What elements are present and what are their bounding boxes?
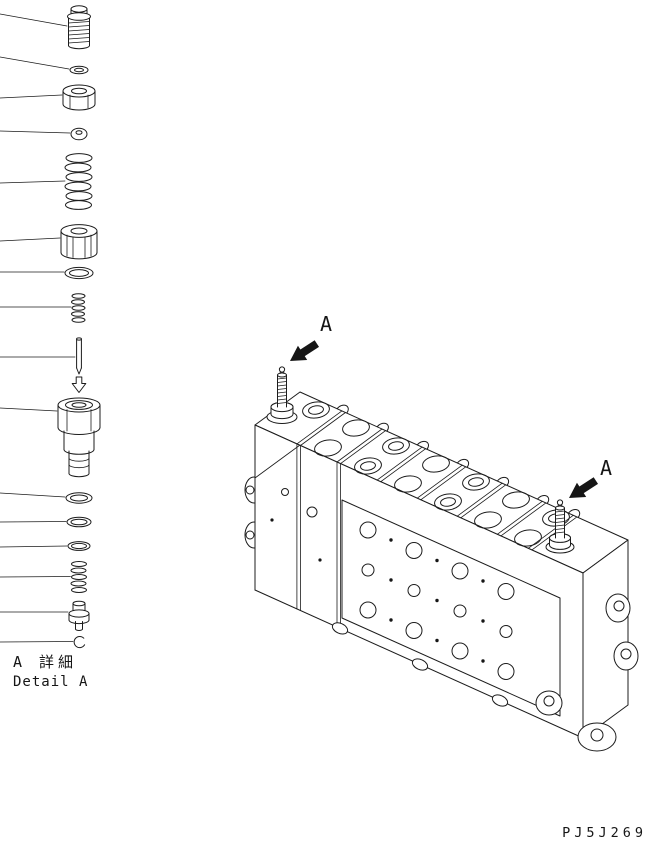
part-oring-2 [66, 516, 92, 528]
part-poppet-spring [70, 561, 87, 593]
part-seal-washer [69, 65, 89, 75]
cap-dot [318, 558, 322, 562]
ear-bolt-hole [245, 530, 255, 540]
top-oval-ports [302, 401, 570, 547]
end-bosses-and-feet [331, 593, 639, 752]
detail-a-arrow-icon-side [569, 477, 599, 498]
cap-port-hole [306, 506, 318, 518]
drawing-code: PJ5J269 [562, 825, 647, 841]
part-oring-large [64, 266, 94, 280]
part-spring-seat [70, 127, 88, 141]
main-valve-assembly: A A [244, 312, 639, 752]
relief-fitting-a2 [545, 499, 575, 554]
front-port-panel [341, 499, 561, 717]
part-lock-nut [62, 84, 96, 111]
detail-caption-en: Detail A [13, 674, 88, 690]
part-poppet [68, 600, 90, 631]
section-dividers [254, 410, 578, 629]
ear-bolt-hole [245, 485, 255, 495]
part-pilot-spring [71, 293, 86, 323]
part-cap-nut [60, 224, 98, 260]
insertion-arrow-icon [71, 376, 87, 393]
detail-a-arrow-icon-top [290, 340, 320, 361]
cap-dot [270, 518, 274, 522]
part-main-spring [64, 153, 93, 210]
part-snap-ring [73, 636, 86, 649]
leader-lines [0, 13, 76, 643]
cap-port-hole [281, 488, 289, 496]
part-needle-rod [71, 337, 87, 393]
detail-marker-side: A [600, 456, 612, 480]
part-oring-3 [67, 541, 91, 551]
detail-marker-top: A [320, 312, 332, 336]
part-relief-valve-cartridge [57, 397, 101, 478]
part-oring-1 [65, 492, 93, 504]
part-adjusting-plug [67, 5, 91, 50]
detail-caption-ja: A 詳細 [13, 653, 77, 671]
relief-fitting-a1 [266, 366, 298, 424]
exploded-view-detail-a [57, 5, 101, 649]
valve-body [254, 391, 629, 739]
